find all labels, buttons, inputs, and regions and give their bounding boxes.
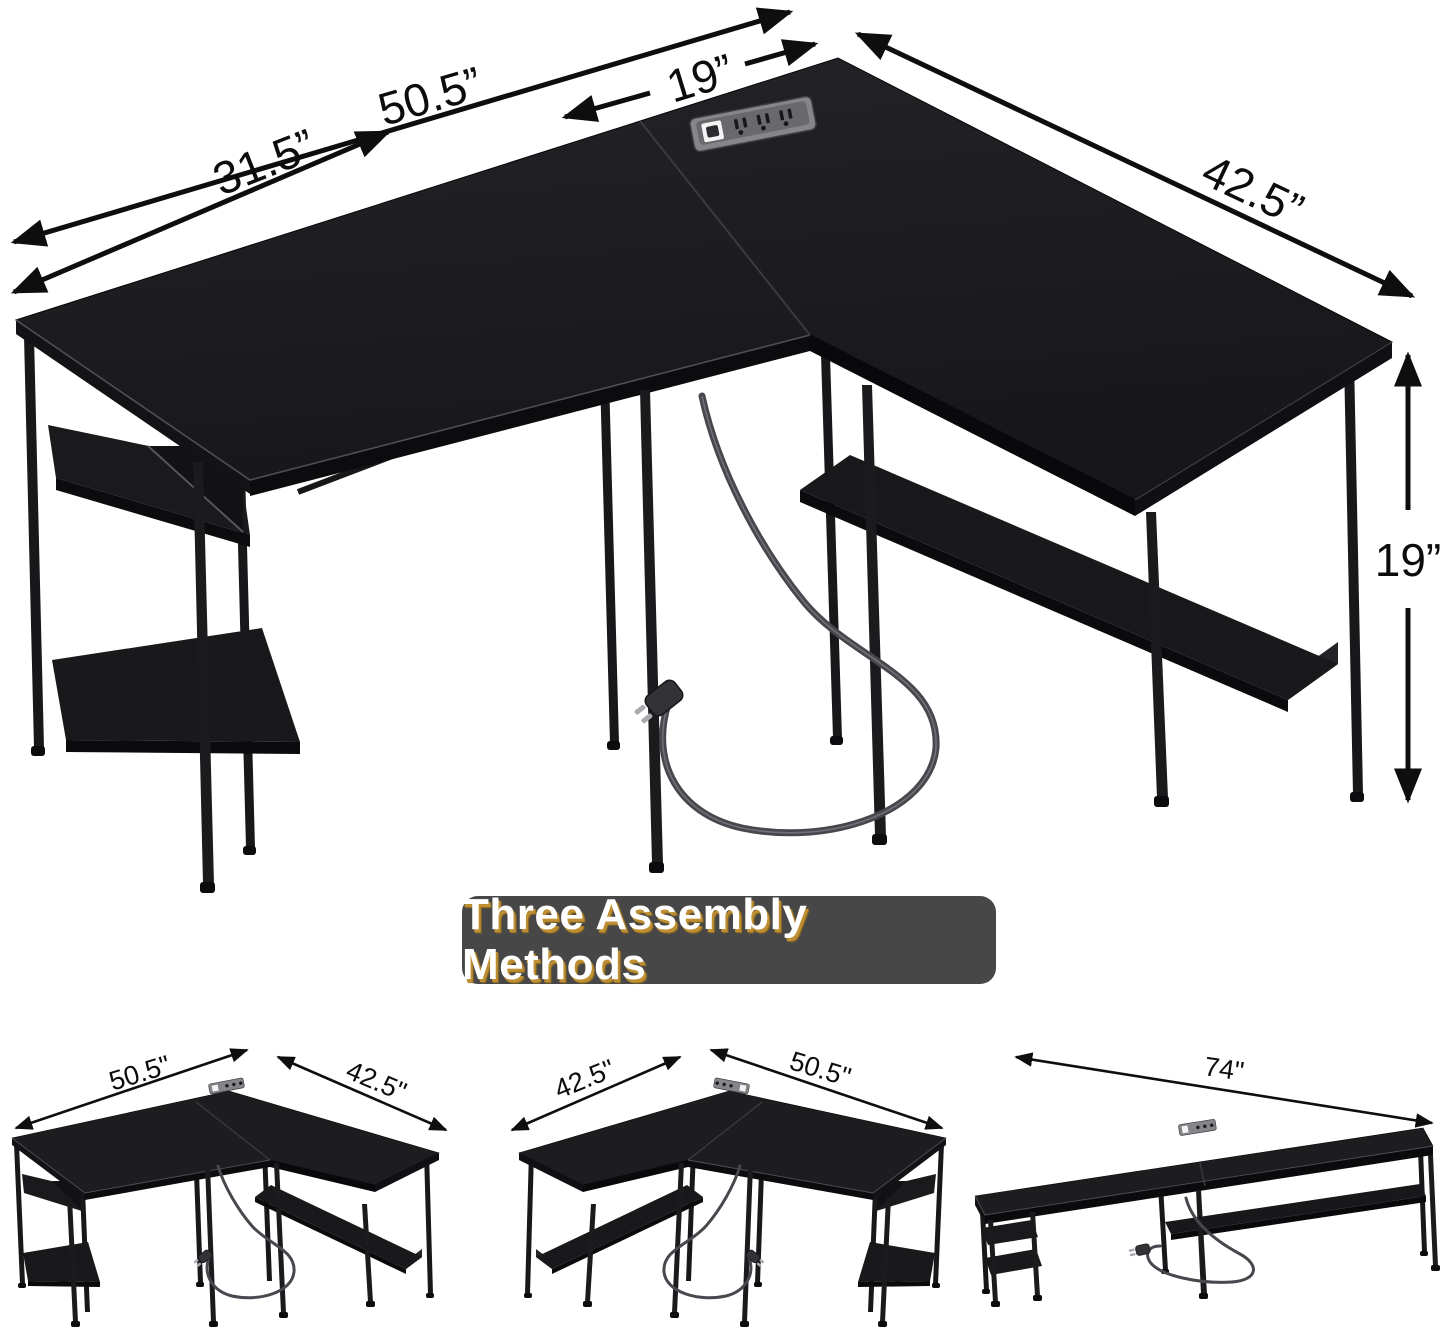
- right-wing-end-face: [1135, 342, 1392, 516]
- desk-leg: [821, 355, 842, 738]
- desk-back-legs: [24, 336, 1364, 855]
- desk-leg: [599, 340, 619, 743]
- assembly-option-3: 74": [974, 1051, 1440, 1307]
- dimension-label: 50.5": [786, 1046, 854, 1093]
- dimension-label-top-total: 50.5”: [372, 56, 487, 135]
- desk-leg: [1146, 512, 1168, 798]
- desktop-left-end-face: [16, 320, 250, 494]
- bottom-shelf: [52, 628, 300, 742]
- leg-foot: [1350, 792, 1364, 802]
- leg-foot: [649, 862, 664, 873]
- shelf-edge: [800, 490, 1288, 712]
- power-plug: [634, 679, 684, 724]
- arrow-19-top-left: [561, 90, 651, 122]
- dimension-label: 74": [1202, 1051, 1245, 1086]
- bottom-shelf-edge: [66, 740, 300, 754]
- desk-leg: [24, 336, 44, 748]
- edge-highlight: [15, 319, 811, 481]
- shelf-top: [800, 455, 1338, 700]
- power-cable: [634, 392, 940, 837]
- leg-foot: [31, 746, 45, 756]
- banner-title: Three Assembly Methods: [462, 890, 808, 989]
- desk-leg: [1344, 360, 1363, 794]
- arrow-42-5: [854, 31, 1416, 299]
- leg-foot: [872, 834, 887, 845]
- right-wing-shelf: [800, 455, 1338, 712]
- dimension-label: 42.5": [550, 1054, 619, 1105]
- main-desk-diagram: 50.5” 19” 31.5” 42.5” 19”: [10, 7, 1441, 893]
- dimension-label: 50.5": [106, 1050, 174, 1097]
- desk-leg: [862, 385, 886, 836]
- dimension-arrows: [10, 7, 1422, 804]
- assembly-option-1: 50.5" 42.5": [12, 1050, 446, 1327]
- arrow-74: [1014, 1052, 1434, 1128]
- assembly-methods-banner: Three Assembly Methods: [462, 890, 996, 989]
- desk-front-legs: [193, 385, 1169, 893]
- dimension-label-left-section: 31.5”: [206, 119, 323, 206]
- arrow-31-5: [10, 129, 392, 295]
- leg-foot: [1154, 796, 1169, 807]
- desk-leg: [193, 462, 214, 884]
- desktop-front-face: [250, 335, 810, 496]
- right-wing-front-face: [810, 335, 1135, 516]
- leg-foot: [200, 882, 215, 893]
- power-strip: [1178, 1119, 1217, 1136]
- power-plug: [1128, 1243, 1151, 1257]
- leg-foot: [607, 741, 620, 750]
- leg-foot: [243, 846, 256, 855]
- assembly-option-2: 42.5" 50.5": [512, 1046, 946, 1327]
- power-cable: [1146, 1196, 1255, 1284]
- assembly-options-diagram: 50.5" 42.5" 42.5" 50.5": [0, 1046, 1440, 1334]
- desk-leg: [640, 390, 663, 864]
- usb-ports-icon: [706, 125, 720, 138]
- dimension-label-side-height: 19”: [1375, 534, 1441, 586]
- leg-foot: [830, 736, 843, 745]
- arrow-19-top-right: [744, 39, 819, 67]
- edge-highlight: [1134, 341, 1393, 501]
